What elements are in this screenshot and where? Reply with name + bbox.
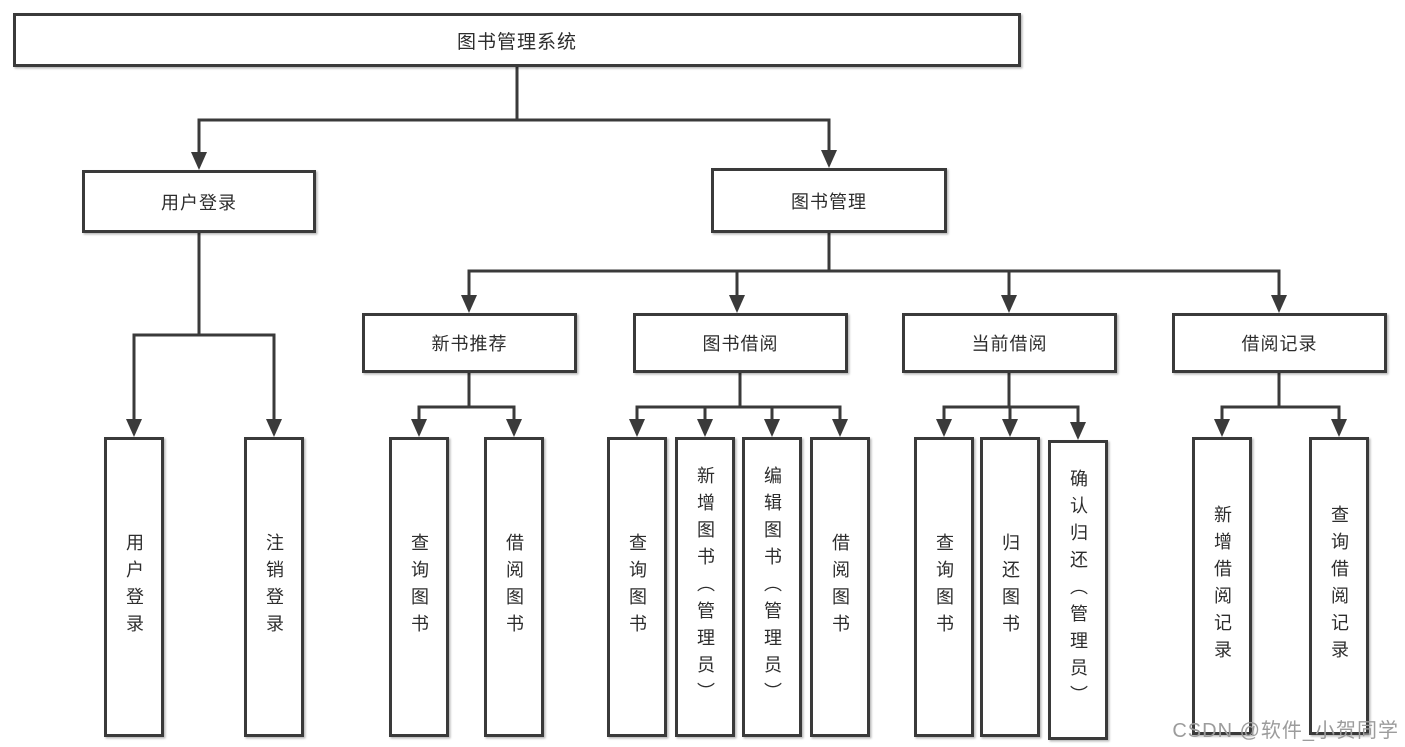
node-borrowing-records: 借阅记录: [1172, 313, 1387, 373]
node-library-management-system: 图书管理系统: [13, 13, 1021, 67]
leaf-query-books-recommend: 查询图书: [389, 437, 449, 737]
leaf-query-books-borrowing: 查询图书: [607, 437, 667, 737]
arrowhead-icon: [936, 419, 952, 437]
leaf-label: 借阅图书: [504, 533, 524, 641]
node-label: 图书管理系统: [456, 31, 577, 53]
leaf-label: 查询借阅记录: [1329, 505, 1349, 667]
leaf-query-books-current: 查询图书: [914, 437, 974, 737]
node-new-book-recommendation: 新书推荐: [362, 313, 577, 373]
leaf-label: 确认归还（管理员）: [1068, 468, 1088, 712]
node-label: 图书管理: [791, 191, 867, 212]
arrowhead-icon: [1271, 295, 1287, 313]
arrowhead-icon: [832, 419, 848, 437]
node-book-borrowing: 图书借阅: [633, 313, 848, 373]
arrowhead-icon: [697, 419, 713, 437]
arrowhead-icon: [266, 419, 282, 437]
arrowhead-icon: [1001, 295, 1017, 313]
node-current-borrowing: 当前借阅: [902, 313, 1117, 373]
leaf-label: 新增借阅记录: [1212, 505, 1232, 667]
node-book-management: 图书管理: [711, 168, 947, 233]
leaf-return-books: 归还图书: [980, 437, 1040, 737]
node-user-login: 用户登录: [82, 170, 316, 233]
leaf-add-books-admin: 新增图书（管理员）: [675, 437, 735, 737]
leaf-label: 查询图书: [627, 533, 647, 641]
arrowhead-icon: [1214, 419, 1230, 437]
leaf-borrow-books-recommend: 借阅图书: [484, 437, 544, 737]
leaf-label: 借阅图书: [830, 533, 850, 641]
csdn-watermark: CSDN @软件_小贺同学: [1172, 720, 1399, 742]
node-label: 图书借阅: [702, 334, 779, 354]
leaf-label: 新增图书（管理员）: [695, 465, 715, 709]
leaf-add-borrow-record: 新增借阅记录: [1192, 437, 1252, 735]
node-label: 用户登录: [161, 192, 237, 213]
arrowhead-icon: [1070, 422, 1086, 440]
leaf-label: 查询图书: [409, 533, 429, 641]
arrowhead-icon: [764, 419, 780, 437]
arrowhead-icon: [729, 295, 745, 313]
node-label: 当前借阅: [971, 334, 1048, 354]
arrowhead-icon: [461, 295, 477, 313]
node-label: 新书推荐: [431, 334, 508, 354]
leaf-user-login: 用户登录: [104, 437, 164, 737]
leaf-label: 查询图书: [934, 533, 954, 641]
leaf-label: 用户登录: [124, 533, 144, 641]
leaf-logout: 注销登录: [244, 437, 304, 737]
arrowhead-icon: [629, 419, 645, 437]
arrowhead-icon: [1331, 419, 1347, 437]
leaf-label: 归还图书: [1000, 533, 1020, 641]
arrowhead-icon: [506, 419, 522, 437]
leaf-confirm-return-admin: 确认归还（管理员）: [1048, 440, 1108, 740]
node-label: 借阅记录: [1241, 334, 1318, 354]
arrowhead-icon: [191, 152, 207, 170]
arrowhead-icon: [1002, 419, 1018, 437]
leaf-edit-books-admin: 编辑图书（管理员）: [742, 437, 802, 737]
arrowhead-icon: [821, 150, 837, 168]
leaf-label: 编辑图书（管理员）: [762, 465, 782, 709]
arrowhead-icon: [126, 419, 142, 437]
leaf-borrow-books: 借阅图书: [810, 437, 870, 737]
leaf-label: 注销登录: [264, 533, 284, 641]
leaf-query-borrow-record: 查询借阅记录: [1309, 437, 1369, 735]
arrowhead-icon: [411, 419, 427, 437]
